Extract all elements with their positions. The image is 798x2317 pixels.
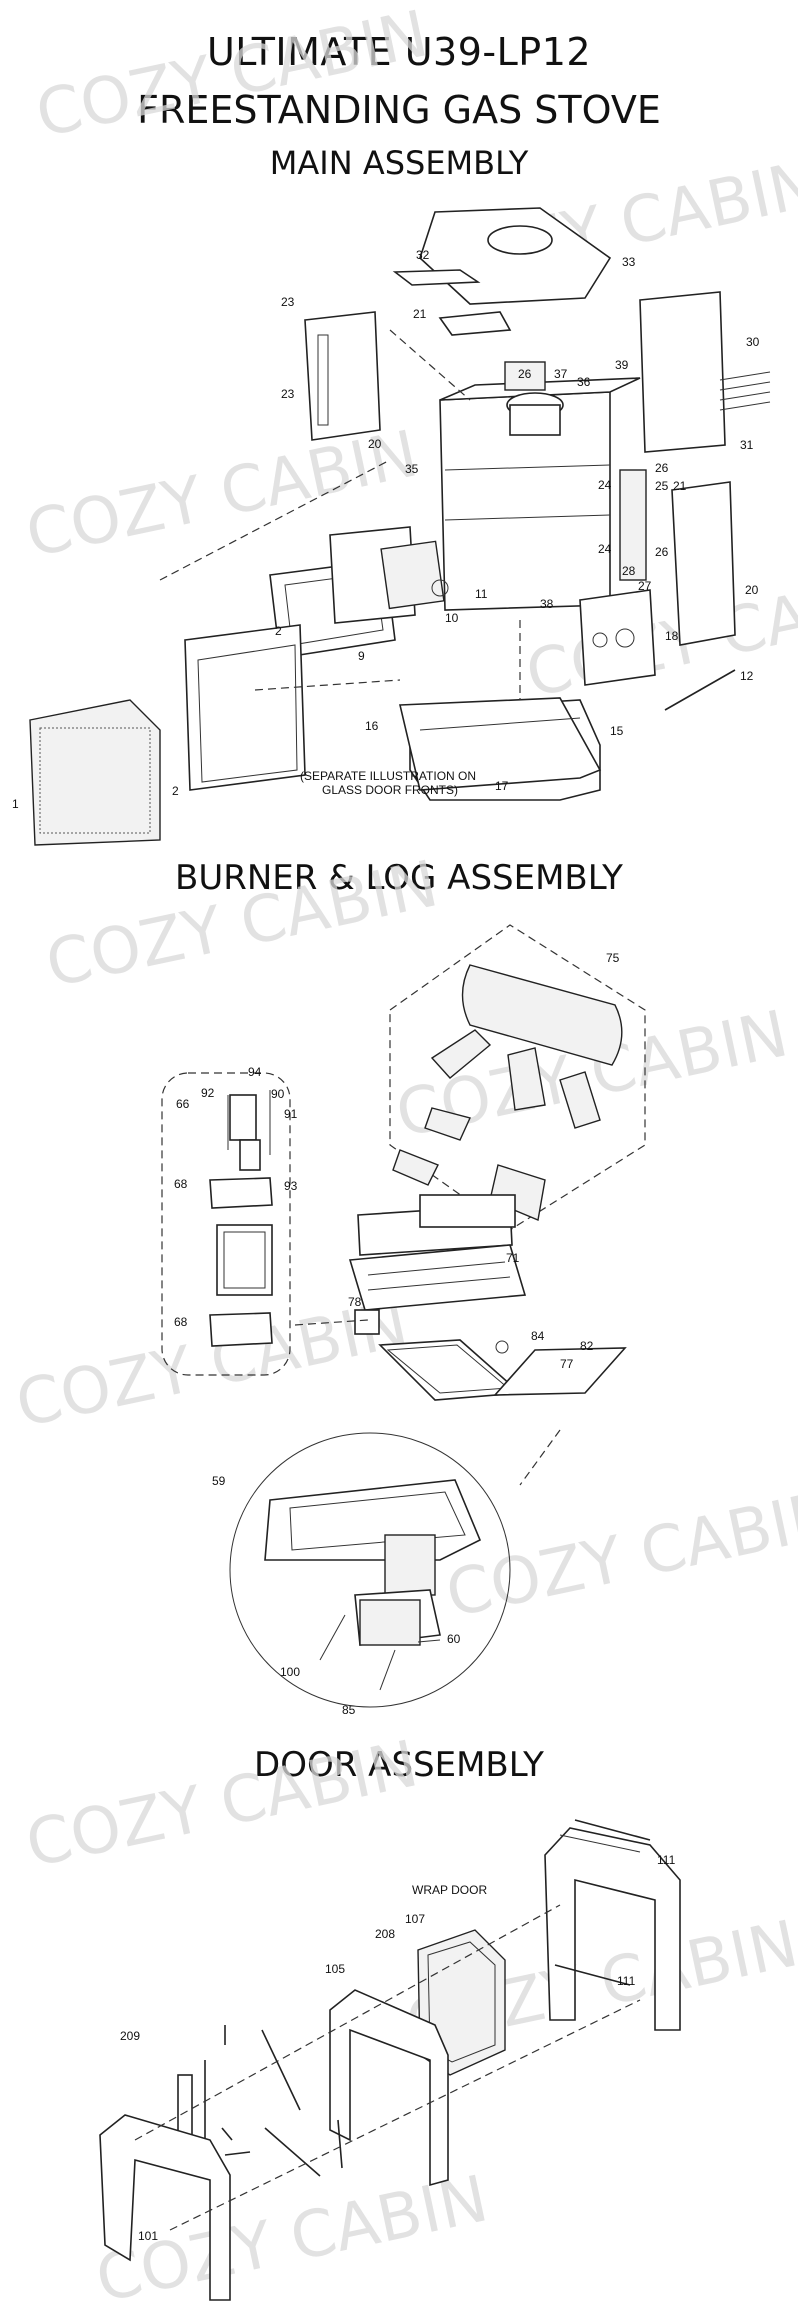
callout-label: 11 <box>475 587 488 601</box>
side-panel-left <box>304 311 381 441</box>
callout-label: 75 <box>606 951 620 965</box>
callout-label: 82 <box>580 1339 594 1353</box>
callout-label: 12 <box>740 669 754 683</box>
callout-label: 31 <box>740 438 754 452</box>
callout-label: 38 <box>540 597 554 611</box>
pilot-assembly-outline <box>161 1072 291 1376</box>
door-frame-front <box>184 624 306 791</box>
callout-label: 71 <box>506 1251 520 1265</box>
callout-label: 59 <box>212 1474 226 1488</box>
callout-label: 92 <box>201 1086 215 1100</box>
callout-label: 20 <box>368 437 382 451</box>
callout-label: 17 <box>495 779 509 793</box>
callout-label: 66 <box>176 1097 190 1111</box>
callout-label: 111 <box>657 1853 676 1867</box>
callout-label: 26 <box>655 545 669 559</box>
callout-label: 77 <box>560 1357 574 1371</box>
callout-label: 85 <box>342 1703 356 1717</box>
burner-callouts: 59 60 66 68 68 71 75 77 78 82 84 85 90 9… <box>174 951 620 1717</box>
callout-label: 68 <box>174 1315 188 1329</box>
callout-label: 32 <box>416 248 430 262</box>
back-panel <box>639 291 726 453</box>
bottom-plate <box>399 697 602 791</box>
glass-gasket <box>493 1347 627 1396</box>
callout-label: 24 <box>598 542 612 556</box>
burner-log-drawing <box>161 924 646 1708</box>
section-title-burner-log: BURNER & LOG ASSEMBLY <box>175 858 623 898</box>
callout-label: 28 <box>622 564 636 578</box>
log-set-outline <box>389 924 646 1231</box>
main-assembly-callouts: 1 2 2 9 10 11 12 15 16 17 18 20 20 21 21… <box>12 248 760 811</box>
callout-label: 1 <box>12 797 19 811</box>
section-title-main-assembly: MAIN ASSEMBLY <box>269 144 529 182</box>
callout-label: 105 <box>325 1962 345 1976</box>
callout-label: 84 <box>531 1329 545 1343</box>
wrap-door-frame <box>544 1827 681 2031</box>
callout-label: 90 <box>271 1087 285 1101</box>
callout-label: 21 <box>673 479 687 493</box>
burner-pan-outline <box>229 1432 511 1708</box>
callout-label: 20 <box>745 583 759 597</box>
callout-label: 33 <box>622 255 636 269</box>
callout-label: 15 <box>610 724 624 738</box>
burner-pan <box>264 1479 482 1561</box>
callout-label: 60 <box>447 1632 461 1646</box>
callout-label: 39 <box>615 358 629 372</box>
callout-label: 36 <box>577 375 591 389</box>
callout-label: 23 <box>281 387 295 401</box>
callout-label: 78 <box>348 1295 362 1309</box>
callout-label: 101 <box>138 2229 158 2243</box>
callout-label: 91 <box>284 1107 298 1121</box>
callout-label: 100 <box>280 1665 300 1679</box>
callout-label: 208 <box>375 1927 395 1941</box>
callout-label: 209 <box>120 2029 140 2043</box>
callout-label: 35 <box>405 462 419 476</box>
callout-label: 23 <box>281 295 295 309</box>
callout-label: 93 <box>284 1179 298 1193</box>
side-panel-right <box>671 481 736 646</box>
callout-label: 18 <box>665 629 679 643</box>
door-front-frame <box>99 2114 231 2301</box>
callout-label: 111 <box>617 1974 636 1988</box>
door-callouts: WRAP DOOR 101 105 107 111 111 208 209 <box>120 1853 676 2243</box>
diagram-title-product: FREESTANDING GAS STOVE <box>137 88 661 132</box>
wrap-door-label: WRAP DOOR <box>412 1883 487 1897</box>
section-title-door: DOOR ASSEMBLY <box>254 1745 544 1785</box>
door-inner-frame <box>329 1989 449 2187</box>
separate-illustration-note-line1: (SEPARATE ILLUSTRATION ON <box>300 769 476 783</box>
callout-label: 16 <box>365 719 379 733</box>
callout-label: 2 <box>275 624 282 638</box>
callout-label: 27 <box>638 579 652 593</box>
rear-log <box>461 964 623 1066</box>
burner-tube <box>348 1244 527 1311</box>
door-assembly-drawing <box>99 1819 681 2301</box>
main-assembly-drawing <box>29 207 771 846</box>
callout-label: 25 <box>655 479 669 493</box>
callout-label: 2 <box>172 784 179 798</box>
callout-label: 68 <box>174 1177 188 1191</box>
callout-label: 24 <box>598 478 612 492</box>
diagram-title-model: ULTIMATE U39-LP12 <box>206 30 592 74</box>
callout-label: 21 <box>413 307 427 321</box>
heat-shield-plate <box>392 269 481 286</box>
glass-door-front <box>29 699 161 846</box>
callout-label: 26 <box>518 367 532 381</box>
callout-label: 30 <box>746 335 760 349</box>
callout-label: 9 <box>358 649 365 663</box>
top-plate <box>419 207 612 305</box>
callout-label: 107 <box>405 1912 425 1926</box>
callout-label: 10 <box>445 611 459 625</box>
callout-label: 94 <box>248 1065 262 1079</box>
callout-label: 26 <box>655 461 669 475</box>
separate-illustration-note-line2: GLASS DOOR FRONTS) <box>322 783 458 797</box>
callout-label: 37 <box>554 367 568 381</box>
